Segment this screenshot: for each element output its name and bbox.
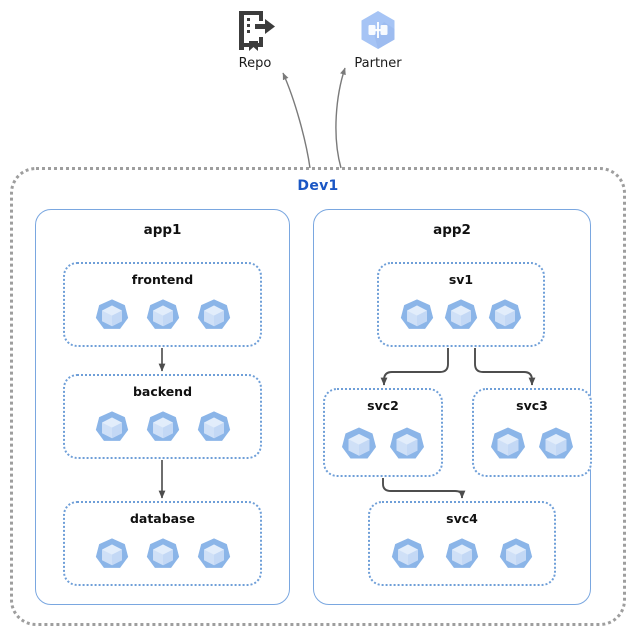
pod-cube-icon bbox=[146, 411, 179, 441]
service-box-svc4[interactable]: svc4 bbox=[368, 501, 556, 586]
service-box-svc2[interactable]: svc2 bbox=[323, 388, 443, 477]
partner-icon bbox=[361, 11, 395, 49]
pod-group-svc2 bbox=[325, 425, 441, 465]
repo-icon bbox=[239, 11, 275, 51]
pod-cube-icon bbox=[95, 299, 128, 329]
node-partner[interactable]: Partner bbox=[333, 8, 423, 72]
service-box-sv1[interactable]: sv1 bbox=[377, 262, 545, 347]
pod-cube-icon bbox=[444, 299, 478, 329]
pod-group-backend bbox=[65, 409, 260, 447]
pod-cube-icon bbox=[391, 538, 425, 568]
cluster-dev1 bbox=[10, 167, 626, 626]
service-title-database: database bbox=[129, 511, 196, 526]
pod-group-sv1 bbox=[379, 297, 543, 335]
edge-dev1-partner bbox=[335, 67, 346, 169]
pod-cube-icon bbox=[491, 427, 525, 459]
service-box-backend[interactable]: backend bbox=[63, 374, 262, 459]
node-partner-label: Partner bbox=[354, 56, 402, 71]
cluster-dev1-label: Dev1 bbox=[297, 178, 339, 194]
pod-cube-icon bbox=[95, 538, 128, 568]
pod-cube-icon bbox=[197, 299, 230, 329]
pod-cube-icon bbox=[400, 299, 434, 329]
service-box-database[interactable]: database bbox=[63, 501, 262, 586]
pod-cube-icon bbox=[95, 411, 128, 441]
service-title-sv1: sv1 bbox=[448, 272, 474, 287]
pod-cube-icon bbox=[499, 538, 533, 568]
node-repo[interactable]: Repo bbox=[210, 8, 300, 72]
service-title-svc3: svc3 bbox=[516, 398, 548, 413]
pod-group-svc3 bbox=[474, 425, 590, 465]
pod-cube-icon bbox=[445, 538, 479, 568]
pod-group-database bbox=[65, 536, 260, 574]
service-box-svc3[interactable]: svc3 bbox=[472, 388, 592, 477]
edge-dev1-repo bbox=[282, 72, 311, 169]
pod-group-frontend bbox=[65, 297, 260, 335]
pod-group-svc4 bbox=[370, 536, 554, 574]
pod-cube-icon bbox=[488, 299, 522, 329]
service-title-frontend: frontend bbox=[131, 272, 194, 287]
pod-cube-icon bbox=[390, 427, 424, 459]
pod-cube-icon bbox=[146, 538, 179, 568]
service-title-backend: backend bbox=[132, 384, 193, 399]
pod-cube-icon bbox=[197, 411, 230, 441]
service-title-svc2: svc2 bbox=[367, 398, 399, 413]
pod-cube-icon bbox=[342, 427, 376, 459]
app-title-app2: app2 bbox=[433, 222, 471, 238]
service-title-svc4: svc4 bbox=[446, 511, 478, 526]
service-box-frontend[interactable]: frontend bbox=[63, 262, 262, 347]
app-title-app1: app1 bbox=[143, 222, 182, 238]
node-repo-label: Repo bbox=[238, 56, 272, 71]
pod-cube-icon bbox=[146, 299, 179, 329]
pod-cube-icon bbox=[539, 427, 573, 459]
pod-cube-icon bbox=[197, 538, 230, 568]
